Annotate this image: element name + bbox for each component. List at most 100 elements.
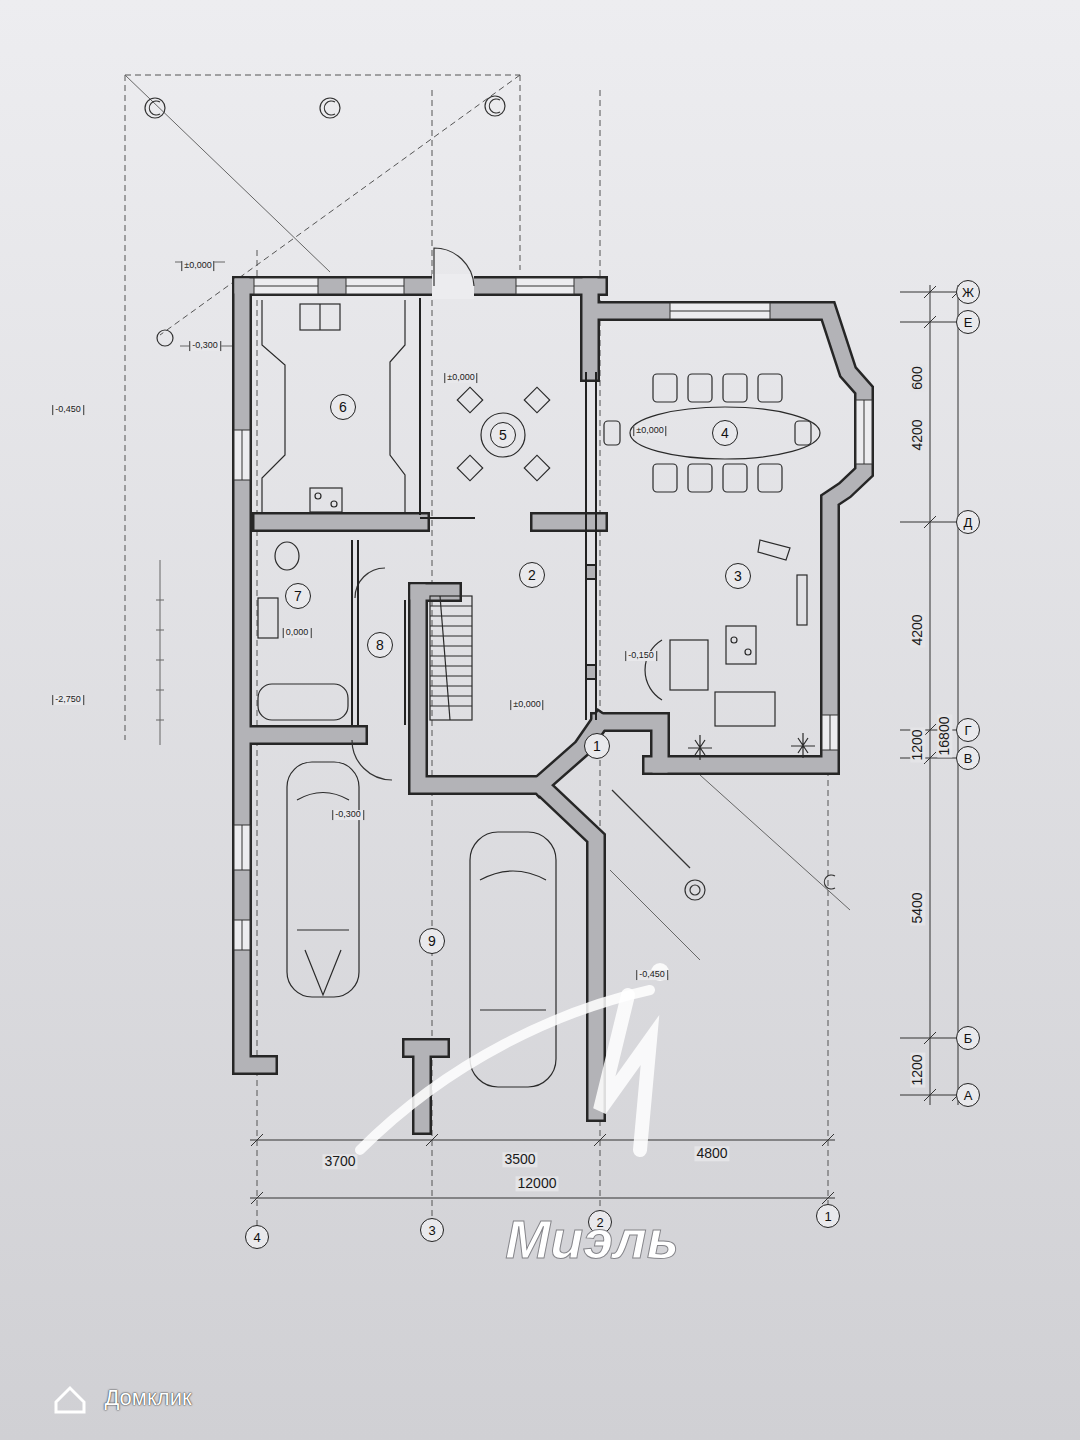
- plan-drawing: [924, 286, 936, 1101]
- axis-bubble: 4: [245, 1225, 269, 1249]
- plan-drawing: [319, 304, 320, 330]
- plan-drawing: [524, 455, 549, 480]
- plan-drawing: [612, 790, 690, 868]
- plan-drawing: [420, 517, 475, 519]
- plan-drawing: [481, 413, 525, 457]
- dimension: 600: [910, 364, 925, 391]
- plan-drawing: [251, 1192, 834, 1204]
- room-number-text: 3: [734, 569, 742, 583]
- plan-drawing: [745, 649, 751, 655]
- plan-drawing: [797, 575, 807, 625]
- plan-drawing: [690, 885, 700, 895]
- room-number-text: 4: [721, 426, 729, 440]
- axis-letter: Е: [964, 316, 973, 329]
- plan-drawing: [586, 665, 596, 679]
- plan-drawing: [434, 248, 474, 286]
- plan-drawing: [242, 276, 598, 296]
- plan-drawing: [251, 1134, 834, 1146]
- plan-drawing: [822, 715, 838, 750]
- plan-drawing: [586, 565, 596, 579]
- plan-drawing: [418, 585, 452, 600]
- windows: [234, 278, 872, 950]
- plan-drawing: [430, 596, 472, 720]
- plan-drawing: [352, 540, 358, 725]
- axis-letter: Г: [964, 724, 971, 737]
- plan-drawing: [419, 298, 421, 515]
- plan-drawing: [145, 98, 165, 118]
- plan-drawing: [125, 75, 330, 272]
- plan-drawing: [234, 825, 250, 870]
- wall-outline: [242, 286, 864, 1125]
- axis-letter: А: [964, 1089, 973, 1102]
- plan-drawing: [418, 592, 596, 1112]
- plan-drawing: [346, 278, 404, 294]
- plan-drawing: [524, 387, 549, 412]
- plan-drawing: [645, 640, 662, 700]
- plan-drawing: [175, 262, 232, 346]
- plan-drawing: [828, 700, 829, 1204]
- axis-letter: 1: [824, 1210, 831, 1223]
- plan-drawing: [670, 640, 708, 690]
- plan-drawing: [758, 540, 790, 560]
- plan-drawing: [250, 1140, 835, 1141]
- plan-drawing: [242, 825, 243, 870]
- room-number-text: 1: [593, 739, 601, 753]
- plan-drawing: [242, 279, 598, 294]
- plan-drawing: [324, 101, 335, 115]
- plan-drawing: [56, 1388, 84, 1412]
- level-mark: -0,450: [52, 405, 84, 415]
- axis-bubble: Ж: [956, 280, 980, 304]
- plan-drawing: [418, 582, 452, 602]
- axis-letter: Ж: [962, 286, 974, 299]
- plan-drawing: [791, 733, 815, 758]
- plan-drawing: [830, 715, 831, 750]
- doors: [352, 248, 690, 868]
- watermark: Миэль: [505, 1210, 678, 1269]
- room-number: 2: [519, 562, 545, 588]
- level-mark: ±0,000: [633, 426, 666, 436]
- dimension: 4200: [910, 417, 925, 452]
- level-mark: -0,150: [625, 651, 657, 661]
- plan-drawing: [610, 870, 700, 960]
- plan-drawing: [234, 430, 250, 480]
- plan-drawing: [670, 303, 770, 319]
- plan-drawing: [653, 374, 677, 402]
- plan-drawing: [320, 98, 340, 118]
- level-mark: -2,750: [52, 695, 84, 705]
- level-mark: ±0,000: [181, 261, 214, 271]
- dimension: 3500: [502, 1152, 537, 1167]
- room-number-text: 2: [528, 568, 536, 582]
- plan-drawing: [688, 735, 712, 760]
- plan-drawing: [600, 995, 650, 1150]
- watermark-logo: [56, 963, 669, 1412]
- plan-drawing: [254, 286, 318, 287]
- watermark: Домклик: [104, 1386, 191, 1410]
- dimension: 1200: [910, 1052, 925, 1087]
- plan-drawing: [600, 311, 864, 765]
- axis-letter: Б: [964, 1032, 973, 1045]
- plan-drawing: [540, 515, 598, 530]
- plan-drawing: [600, 311, 864, 765]
- plan-drawing: [157, 330, 173, 346]
- room-number: 8: [367, 632, 393, 658]
- room-number: 4: [712, 420, 738, 446]
- plan-drawing: [688, 374, 712, 402]
- plan-drawing: [287, 762, 359, 997]
- room-number: 7: [285, 583, 311, 609]
- room-number-text: 7: [294, 589, 302, 603]
- wall-fill: [242, 286, 864, 1125]
- room-number-text: 9: [428, 934, 436, 948]
- plan-drawing: [700, 775, 850, 910]
- plan-drawing: [310, 488, 342, 512]
- axis-letter: Д: [964, 516, 973, 529]
- room-number-text: 5: [499, 428, 507, 442]
- furniture: [258, 300, 820, 1087]
- dimension: 4800: [694, 1146, 729, 1161]
- plan-drawing: [252, 728, 358, 743]
- room-number-text: 8: [376, 638, 384, 652]
- dimension: 12000: [516, 1176, 559, 1191]
- plan-drawing: [653, 464, 677, 492]
- plan-drawing: [457, 455, 482, 480]
